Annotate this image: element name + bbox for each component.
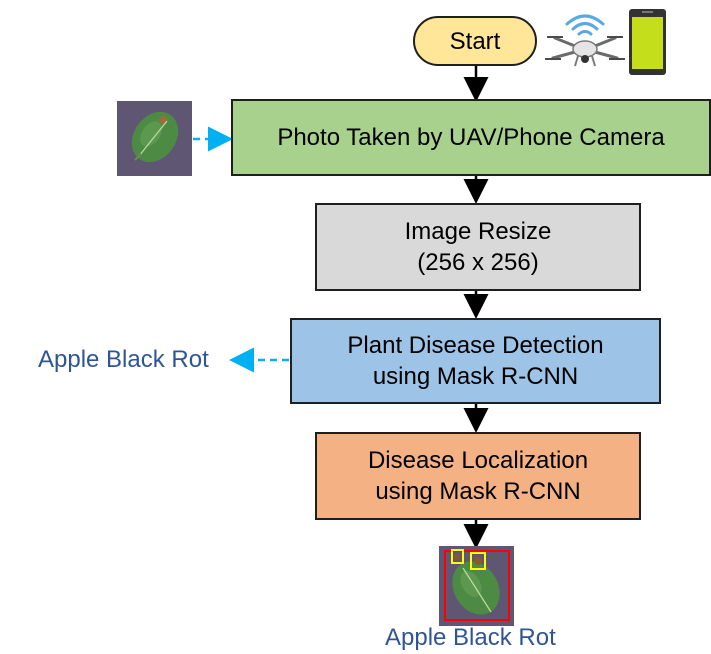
step-disease-detection: Plant Disease Detection using Mask R-CNN xyxy=(290,318,661,404)
start-node: Start xyxy=(413,16,537,66)
step-photo-capture: Photo Taken by UAV/Phone Camera xyxy=(231,99,711,176)
step-label: Disease Localization xyxy=(367,447,589,474)
disease-bounding-box xyxy=(451,549,464,564)
smartphone-icon xyxy=(629,9,666,75)
start-label: Start xyxy=(449,27,501,55)
step-disease-localization: Disease Localization using Mask R-CNN xyxy=(315,432,641,520)
final-output-label: Apple Black Rot xyxy=(385,624,556,651)
leaf-photo xyxy=(117,101,192,176)
drone-icon xyxy=(545,14,625,67)
step-label: using Mask R-CNN xyxy=(375,478,581,505)
disease-bounding-box xyxy=(470,552,486,570)
leaf-detection-photo xyxy=(439,546,514,626)
step-label: Photo Taken by UAV/Phone Camera xyxy=(277,124,665,151)
detection-output-label: Apple Black Rot xyxy=(38,346,209,373)
step-label: Image Resize xyxy=(404,218,552,245)
step-label: (256 x 256) xyxy=(417,249,539,276)
step-image-resize: Image Resize (256 x 256) xyxy=(315,203,641,291)
step-label: using Mask R-CNN xyxy=(372,363,579,390)
wifi-icon xyxy=(565,14,605,36)
step-label: Plant Disease Detection xyxy=(347,332,604,359)
leaf-bounding-box xyxy=(444,550,510,621)
